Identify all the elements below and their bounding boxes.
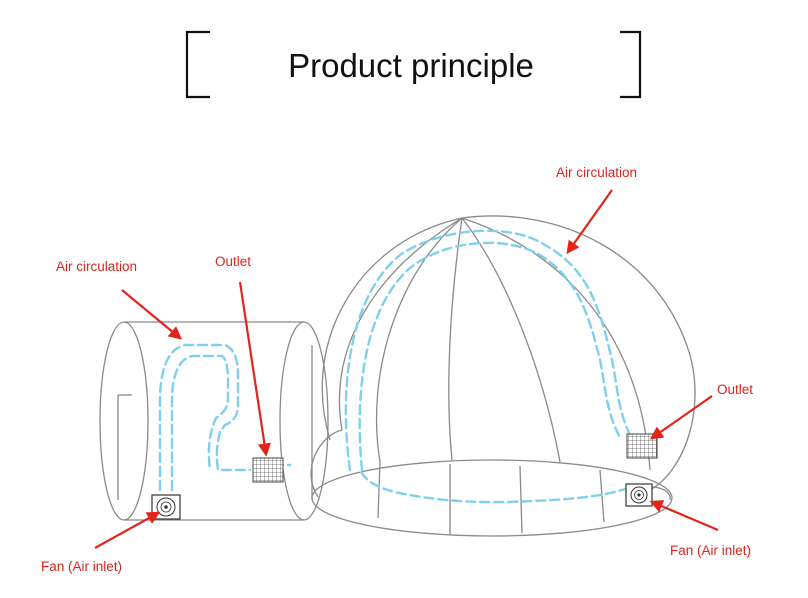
fan-icon-right bbox=[625, 483, 653, 507]
label-fan-left: Fan (Air inlet) bbox=[41, 559, 122, 574]
label-air-circulation-left: Air circulation bbox=[56, 259, 137, 274]
arrow-outlet-left bbox=[238, 281, 271, 457]
outlet-grille-icon-left bbox=[252, 457, 284, 483]
fan-icon-left bbox=[151, 494, 181, 520]
tunnel-air-flow bbox=[158, 343, 252, 492]
label-fan-right: Fan (Air inlet) bbox=[670, 543, 751, 558]
callout-arrows bbox=[94, 189, 719, 549]
arrow-fan-right bbox=[649, 500, 719, 532]
dome-air-flow-base bbox=[358, 468, 630, 504]
page-title: Product principle bbox=[288, 47, 534, 84]
tunnel-air-flow-inner bbox=[170, 354, 230, 492]
dome-air-flow-outer bbox=[344, 229, 632, 472]
title-frame bbox=[185, 30, 642, 99]
arrow-fan-left bbox=[94, 511, 161, 549]
label-air-circulation-right: Air circulation bbox=[556, 165, 637, 180]
arrow-air-circulation-right bbox=[566, 189, 613, 255]
dome-air-flow-inner bbox=[358, 241, 622, 472]
arrow-outlet-right bbox=[649, 395, 713, 440]
arrow-air-circulation-left bbox=[121, 289, 183, 340]
label-outlet-right: Outlet bbox=[717, 382, 753, 397]
label-outlet-left: Outlet bbox=[215, 254, 251, 269]
dome-structure bbox=[310, 215, 696, 537]
